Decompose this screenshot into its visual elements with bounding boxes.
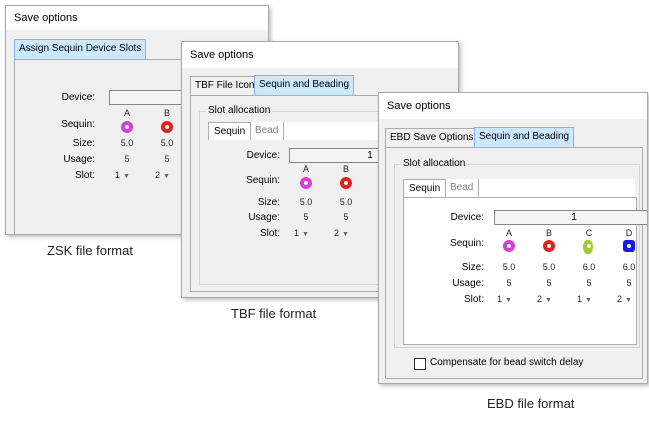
sequin-label: Sequin: — [450, 238, 484, 249]
size-value: 6.0 — [582, 262, 596, 272]
size-value: 5.0 — [502, 262, 516, 272]
tab-assign-sequin-device-slots[interactable]: Assign Sequin Device Slots — [14, 39, 147, 61]
tab-ebd-save-options[interactable]: EBD Save Options — [385, 128, 479, 148]
subtab-bead[interactable]: Bead — [445, 179, 480, 197]
usage-value: 5 — [506, 278, 512, 288]
sequin-icon — [543, 240, 555, 252]
device-label: Device: — [246, 150, 280, 161]
slot-label: Slot: — [259, 228, 280, 239]
chevron-down-icon: ▼ — [342, 231, 349, 238]
ebd-caption: EBD file format — [487, 396, 575, 411]
column-letter: A — [123, 108, 130, 118]
compensate-label: Compensate for bead switch delay — [430, 357, 584, 368]
size-value: 5.0 — [339, 197, 353, 207]
tab-sequin-and-beading[interactable]: Sequin and Beading — [254, 75, 355, 97]
size-value: 5.0 — [120, 138, 134, 148]
slot-dropdown[interactable]: 2▼ — [537, 294, 552, 304]
slot-label: Slot: — [463, 294, 484, 305]
dialog-title: Save options — [182, 42, 458, 68]
usage-value: 5 — [164, 154, 170, 164]
column-letter: A — [302, 164, 309, 174]
tab-sequin-and-beading[interactable]: Sequin and Beading — [474, 127, 575, 149]
sequin-label: Sequin: — [61, 119, 95, 130]
chevron-down-icon: ▼ — [545, 297, 552, 304]
tab-strip: EBD Save Options Sequin and Beading — [385, 127, 643, 149]
sequin-icon — [121, 121, 133, 133]
chevron-down-icon: ▼ — [302, 231, 309, 238]
sequin-icon — [583, 240, 593, 254]
slot-value: 1 — [115, 170, 121, 180]
slot-value: 2 — [334, 228, 340, 238]
subtab-bead[interactable]: Bead — [250, 122, 285, 140]
slot-value: 1 — [577, 294, 583, 304]
sequin-label: Sequin: — [246, 175, 280, 186]
usage-value: 5 — [124, 154, 130, 164]
slot-dropdown[interactable]: 1▼ — [497, 294, 512, 304]
slot-value: 2 — [617, 294, 623, 304]
tab-tbf-file-icon[interactable]: TBF File Icon — [190, 76, 260, 96]
column-letter: B — [342, 164, 349, 174]
subtab-sequin[interactable]: Sequin — [208, 122, 252, 141]
size-value: 6.0 — [622, 262, 636, 272]
slot-allocation-group: Slot allocation Sequin Bead Device: 1 Se… — [394, 158, 647, 348]
tab-strip: TBF File Icon Sequin and Beading — [190, 75, 450, 97]
slot-dropdown[interactable]: 2▼ — [334, 228, 349, 238]
zsk-caption: ZSK file format — [47, 243, 133, 258]
usage-label: Usage: — [248, 212, 280, 223]
usage-value: 5 — [303, 212, 309, 222]
slot-value: 2 — [155, 170, 161, 180]
size-label: Size: — [461, 262, 484, 273]
size-label: Size: — [257, 197, 280, 208]
column-letter: A — [505, 228, 512, 238]
tab-page: Device: 1 Sequin: Size: Usage: Slot: A 5.… — [14, 59, 268, 234]
tab-page: Slot allocation Sequin Bead Device: 1 Se… — [385, 147, 647, 379]
dialog-title: Save options — [379, 93, 647, 119]
chevron-down-icon: ▼ — [625, 297, 632, 304]
sequin-icon — [161, 121, 173, 133]
usage-value: 5 — [626, 278, 632, 288]
dialog-title: Save options — [6, 6, 268, 30]
usage-value: 5 — [343, 212, 349, 222]
chevron-down-icon: ▼ — [163, 173, 170, 180]
chevron-down-icon: ▼ — [585, 297, 592, 304]
slot-dropdown[interactable]: 2▼ — [617, 294, 632, 304]
slot-allocation-label: Slot allocation — [401, 158, 468, 169]
sequin-icon — [623, 240, 635, 252]
subtab-sequin[interactable]: Sequin — [403, 179, 447, 198]
compensate-checkbox[interactable] — [414, 358, 426, 370]
sequin-icon — [503, 240, 515, 252]
size-value: 5.0 — [299, 197, 313, 207]
sequin-icon — [300, 177, 312, 189]
usage-label: Usage: — [63, 154, 95, 165]
slot-allocation-label: Slot allocation — [206, 105, 273, 116]
usage-value: 5 — [586, 278, 592, 288]
usage-label: Usage: — [452, 278, 484, 289]
slot-value: 2 — [537, 294, 543, 304]
device-label: Device: — [61, 92, 95, 103]
column-letter: B — [545, 228, 552, 238]
sequin-icon — [340, 177, 352, 189]
tbf-caption: TBF file format — [231, 306, 317, 321]
size-value: 5.0 — [542, 262, 556, 272]
size-value: 5.0 — [160, 138, 174, 148]
column-letter: B — [163, 108, 170, 118]
slot-value: 1 — [294, 228, 300, 238]
chevron-down-icon: ▼ — [505, 297, 512, 304]
slot-value: 1 — [497, 294, 503, 304]
slot-label: Slot: — [74, 170, 95, 181]
slot-dropdown[interactable]: 1▼ — [294, 228, 309, 238]
slot-dropdown[interactable]: 2▼ — [155, 170, 170, 180]
usage-value: 5 — [546, 278, 552, 288]
device-label: Device: — [450, 212, 484, 223]
ebd-dialog: Save options EBD Save Options Sequin and… — [378, 92, 648, 384]
slot-dropdown[interactable]: 1▼ — [115, 170, 130, 180]
slot-grid: Device: 1 Sequin: Size: Usage: Slot: A 5.… — [403, 197, 647, 345]
column-letter: D — [625, 228, 633, 238]
device-value: 1 — [494, 210, 647, 225]
subtab-strip: Sequin Bead — [403, 179, 635, 198]
slot-dropdown[interactable]: 1▼ — [577, 294, 592, 304]
size-label: Size: — [72, 138, 95, 149]
column-letter: C — [585, 228, 593, 238]
chevron-down-icon: ▼ — [123, 173, 130, 180]
